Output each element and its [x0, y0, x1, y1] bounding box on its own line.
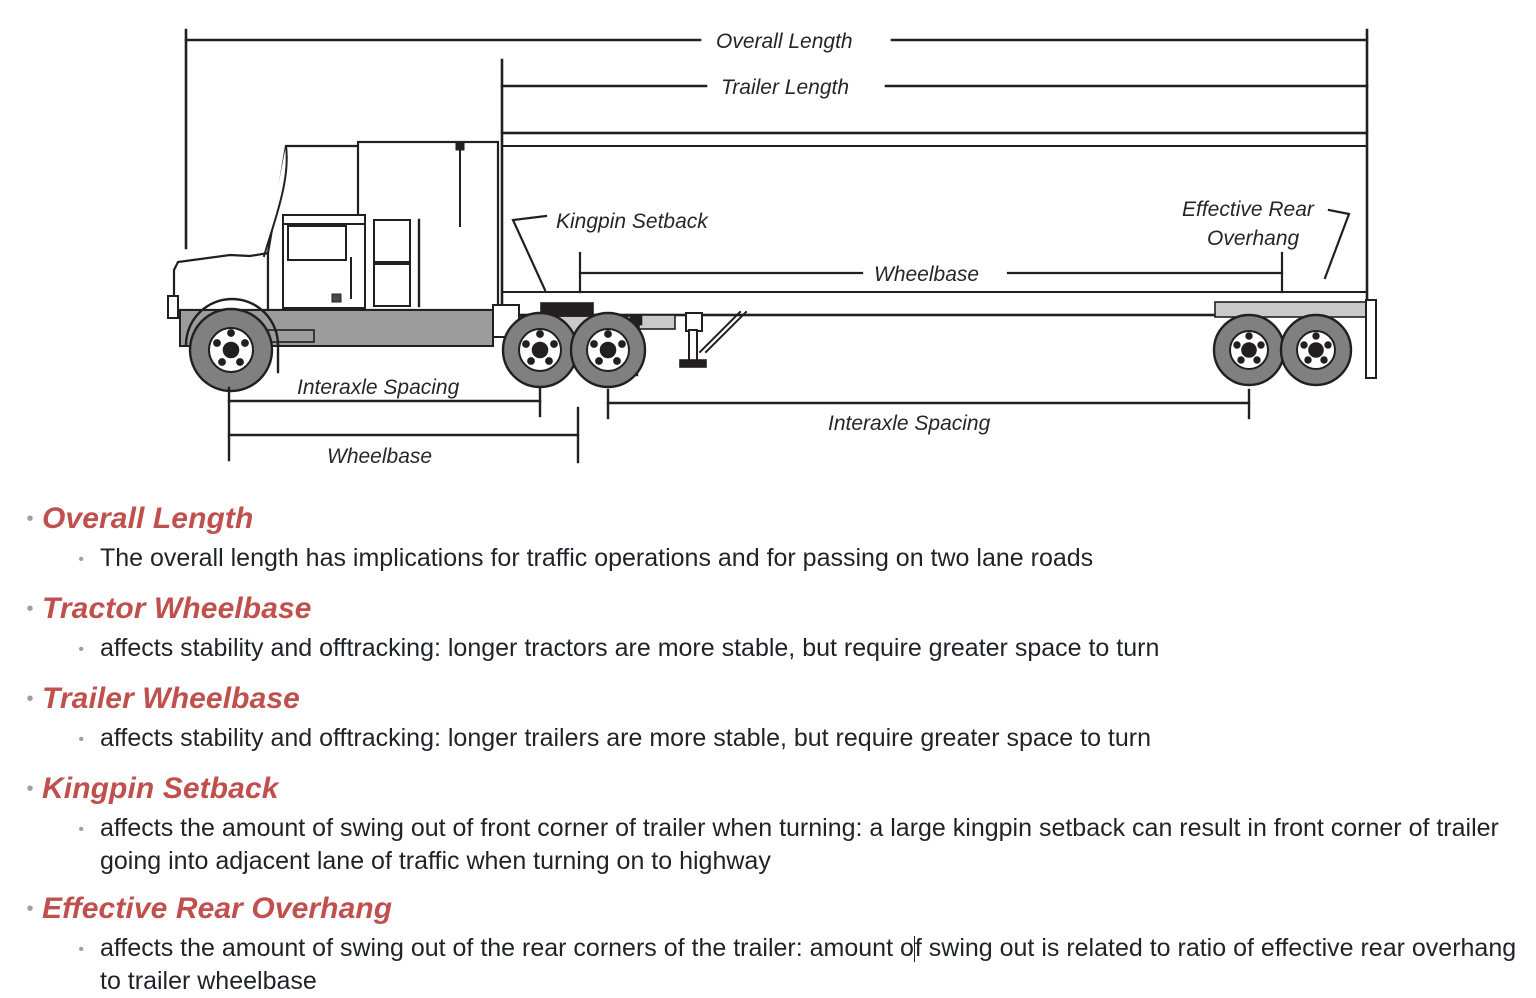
wheels — [188, 307, 1353, 393]
bullet-sub-text-wrapper: affects the amount of swing out of the r… — [100, 932, 1520, 998]
kingpin-setback-leader — [511, 214, 548, 292]
label-effective-rear-overhang-line2: Overhang — [1207, 227, 1300, 250]
effective-rear-overhang-leader — [1323, 208, 1351, 280]
bullet-sub-text: affects stability and offtracking: longe… — [100, 634, 1160, 662]
truck-diagram-svg: Overall Length Trailer Length Kingpin Se… — [167, 28, 1377, 468]
trailer-body — [500, 131, 1369, 317]
tractor-body — [167, 140, 643, 377]
label-tractor-wheelbase: Wheelbase — [327, 445, 432, 468]
trailer-length-dimension — [500, 58, 1369, 134]
tractor-wheelbase-dimension — [227, 406, 580, 464]
label-kingpin-setback: Kingpin Setback — [556, 210, 709, 233]
bullet-marker-icon: • — [26, 688, 34, 710]
sub-bullet-marker-icon: • — [78, 821, 84, 838]
label-overall-length: Overall Length — [716, 30, 853, 53]
bullet-sub-text: The overall length has implications for … — [100, 544, 1094, 572]
bullet-sub-text: affects stability and offtracking: longe… — [100, 724, 1152, 752]
label-trailer-wheelbase: Wheelbase — [874, 263, 979, 286]
sub-bullet-marker-icon: • — [78, 641, 84, 658]
bullet-marker-icon: • — [26, 778, 34, 800]
bullet-group-kingpin-setback: • Kingpin Setback • affects the amount o… — [0, 768, 1536, 878]
wheel-tractor-drive-2 — [569, 311, 647, 389]
bullet-heading-trailer-wheelbase[interactable]: • Trailer Wheelbase — [0, 678, 1536, 720]
sub-bullet-marker-icon: • — [78, 941, 84, 958]
bullet-group-overall-length: • Overall Length • The overall length ha… — [0, 498, 1536, 578]
bullet-sub-text-after-caret: f swing out is related to ratio of effec… — [100, 934, 1517, 995]
bullet-sub-effective-rear-overhang[interactable]: • affects the amount of swing out of the… — [0, 932, 1536, 998]
bullet-sub-trailer-wheelbase[interactable]: • affects stability and offtracking: lon… — [0, 722, 1536, 758]
bullet-heading-text: Tractor Wheelbase — [42, 592, 312, 625]
trailer-wheelbase-dimension — [578, 251, 1284, 294]
bullet-heading-text: Kingpin Setback — [42, 772, 279, 805]
bullet-group-trailer-wheelbase: • Trailer Wheelbase • affects stability … — [0, 678, 1536, 758]
wheel-trailer-1 — [1212, 313, 1286, 387]
sub-bullet-marker-icon: • — [78, 731, 84, 748]
bullet-group-effective-rear-overhang: • Effective Rear Overhang • affects the … — [0, 888, 1536, 998]
label-trailer-length: Trailer Length — [721, 76, 849, 99]
bullet-marker-icon: • — [26, 508, 34, 530]
bullet-heading-text: Effective Rear Overhang — [42, 892, 393, 925]
landing-gear — [679, 310, 748, 368]
text-cursor — [913, 936, 915, 962]
trailer-interaxle-dimension — [606, 388, 1251, 420]
sub-bullet-marker-icon: • — [78, 551, 84, 568]
tractor-interaxle-dimension — [227, 386, 542, 462]
bullet-marker-icon: • — [26, 598, 34, 620]
bullet-sub-text: affects the amount of swing out of front… — [100, 814, 1499, 875]
bullet-sub-text-before-caret: affects the amount of swing out of the r… — [100, 934, 914, 962]
bullet-heading-text: Trailer Wheelbase — [42, 682, 300, 715]
label-effective-rear-overhang-line1: Effective Rear — [1182, 198, 1315, 221]
bullet-heading-kingpin-setback[interactable]: • Kingpin Setback — [0, 768, 1536, 810]
label-tractor-interaxle-spacing: Interaxle Spacing — [297, 376, 460, 399]
bullet-group-tractor-wheelbase: • Tractor Wheelbase • affects stability … — [0, 588, 1536, 668]
bullet-sub-kingpin-setback[interactable]: • affects the amount of swing out of fro… — [0, 812, 1536, 878]
bullet-list: • Overall Length • The overall length ha… — [0, 498, 1536, 995]
wheel-steer — [188, 307, 274, 393]
label-trailer-interaxle-spacing: Interaxle Spacing — [828, 412, 991, 435]
bullet-heading-overall-length[interactable]: • Overall Length — [0, 498, 1536, 540]
overall-length-dimension — [184, 28, 1369, 250]
bullet-heading-effective-rear-overhang[interactable]: • Effective Rear Overhang — [0, 888, 1536, 930]
bullet-heading-tractor-wheelbase[interactable]: • Tractor Wheelbase — [0, 588, 1536, 630]
truck-dimensions-diagram: Overall Length Trailer Length Kingpin Se… — [0, 0, 1536, 490]
bullet-sub-overall-length[interactable]: • The overall length has implications fo… — [0, 542, 1536, 578]
wheel-tractor-drive-1 — [501, 311, 579, 389]
bullet-sub-tractor-wheelbase[interactable]: • affects stability and offtracking: lon… — [0, 632, 1536, 668]
bullet-heading-text: Overall Length — [42, 502, 254, 535]
wheel-trailer-2 — [1279, 313, 1353, 387]
bullet-marker-icon: • — [26, 898, 34, 920]
